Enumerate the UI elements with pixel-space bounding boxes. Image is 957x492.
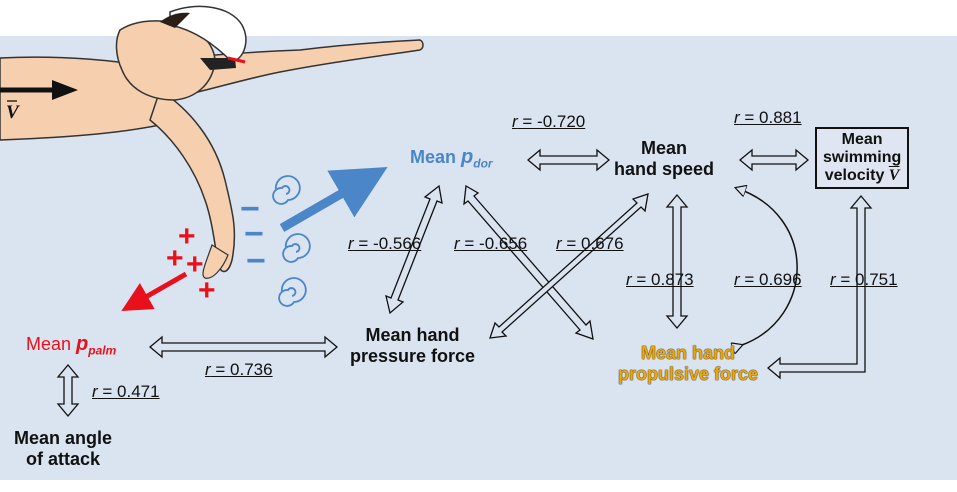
- coef-speed-propulsive: r = 0.873: [626, 270, 694, 289]
- arrow-ppalm-angle: [56, 363, 80, 418]
- node-pressure-force: Mean hand pressure force: [350, 325, 476, 366]
- node-p-dor: Mean pdor: [410, 146, 493, 171]
- arrow-pdor-speed: [526, 148, 611, 172]
- relationship-arrows: [56, 148, 873, 418]
- coef-pdor-speed: r = -0.720: [512, 112, 586, 131]
- plus-sign: +: [178, 220, 196, 253]
- vortex-icon: [282, 233, 311, 263]
- arrow-speed-propulsive-curve: [736, 188, 798, 345]
- palm-pressure-arrow: [121, 271, 188, 311]
- vortex-icon: [272, 175, 301, 205]
- velocity-arrow-head: [52, 80, 78, 100]
- swimmer-illustration: [0, 5, 424, 279]
- arrow-ppalm-pressure: [148, 335, 339, 359]
- plus-sign: +: [166, 242, 184, 275]
- arrow-velocity-propulsive: [766, 194, 873, 380]
- vortex-icons: [272, 175, 311, 307]
- coef-ppalm-pressure: r = 0.736: [205, 360, 273, 379]
- node-propulsive-force: Mean hand propulsive force: [618, 343, 759, 384]
- arrow-pdor-pressure: [385, 184, 443, 315]
- node-p-palm: Mean ppalm: [26, 333, 117, 358]
- coef-ppalm-angle: r = 0.471: [92, 382, 160, 401]
- arrow-pdor-propulsive: [463, 184, 594, 340]
- coef-speed-velocity: r = 0.881: [734, 108, 802, 127]
- minus-sign: −: [246, 242, 266, 280]
- velocity-bar-symbol: V: [888, 167, 900, 184]
- coef-pdor-propulsive: r = -0.656: [454, 234, 528, 253]
- plus-sign: +: [186, 248, 204, 281]
- minus-sign: −: [240, 190, 260, 228]
- coef-speed-propulsive-curve: r = 0.696: [734, 270, 802, 289]
- arrow-pressure-speed: [489, 193, 649, 339]
- palm-signs: + + + +: [166, 220, 216, 307]
- dorsal-pressure-arrow: [279, 166, 388, 232]
- dorsal-signs: − − −: [240, 190, 266, 280]
- arrow-speed-propulsive: [665, 193, 689, 330]
- coef-pdor-pressure: r = -0.566: [348, 234, 422, 253]
- minus-sign: −: [244, 215, 264, 253]
- plus-sign: +: [198, 274, 216, 307]
- node-angle-attack: Mean angle of attack: [14, 428, 113, 469]
- vortex-icon: [278, 277, 307, 307]
- node-hand-speed: Mean hand speed: [614, 138, 715, 179]
- arrow-speed-velocity: [738, 148, 810, 172]
- velocity-symbol: V: [6, 102, 20, 123]
- node-swimming-velocity: Mean swimming velocity V: [815, 127, 910, 189]
- coef-velocity-propulsive: r = 0.751: [830, 270, 898, 289]
- coef-pressure-speed: r = 0.676: [556, 234, 624, 253]
